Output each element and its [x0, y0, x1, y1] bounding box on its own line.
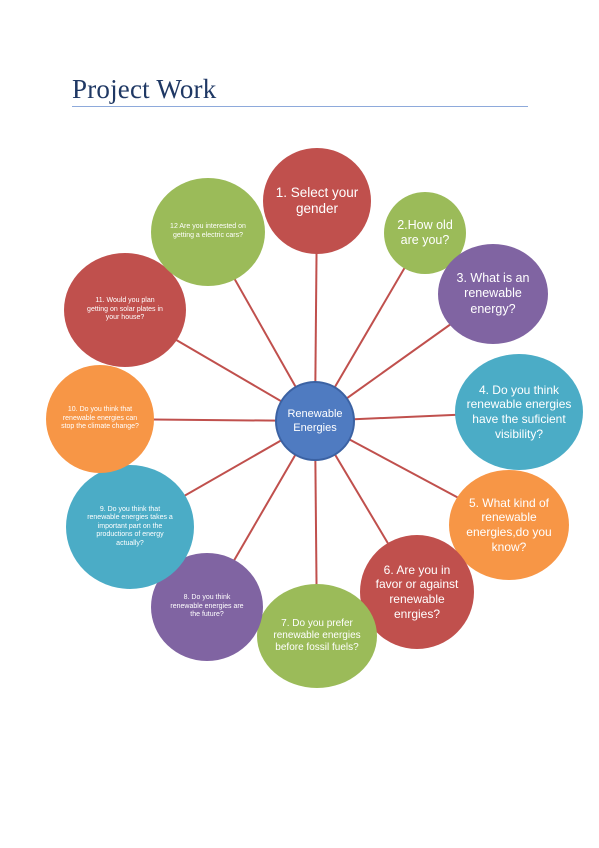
- node-production-share: 9. Do you think that renewable energies …: [66, 465, 194, 589]
- page-title: Project Work: [72, 74, 217, 104]
- node-kinds-known: 5. What kind of renewable energies,do yo…: [449, 470, 569, 580]
- node-label: 2.How old are you?: [397, 217, 453, 247]
- node-favor-against: 6. Are you in favor or against renewable…: [360, 535, 474, 649]
- node-label: 10. Do you think that renewable energies…: [61, 406, 139, 431]
- node-label: 8. Do you think renewable energies are t…: [170, 594, 244, 619]
- node-what-is-renewable: 3. What is an renewable energy?: [438, 244, 548, 344]
- center-node-renewable-energies: Renewable Energies: [275, 381, 355, 461]
- node-solar-plates: 11. Would you plan getting on solar plat…: [64, 253, 186, 367]
- node-label: 7. Do you prefer renewable energies befo…: [273, 617, 361, 654]
- node-label: 6. Are you in favor or against renewable…: [375, 562, 459, 621]
- title-underline: [72, 106, 528, 107]
- node-label: 9. Do you think that renewable energies …: [87, 505, 173, 547]
- node-label: 3. What is an renewable energy?: [456, 271, 530, 316]
- center-label: Renewable Energies: [287, 407, 343, 434]
- node-electric-cars: 12 Are you interested on getting a elect…: [151, 178, 265, 286]
- node-label: 5. What kind of renewable energies,do yo…: [466, 495, 552, 554]
- node-label: 4. Do you think renewable energies have …: [466, 382, 572, 441]
- node-climate-change: 10. Do you think that renewable energies…: [46, 365, 154, 473]
- node-label: 1. Select your gender: [275, 184, 359, 216]
- node-prefer-fossil: 7. Do you prefer renewable energies befo…: [257, 584, 377, 688]
- node-label: 11. Would you plan getting on solar plat…: [87, 297, 163, 322]
- node-gender: 1. Select your gender: [263, 148, 371, 254]
- node-visibility: 4. Do you think renewable energies have …: [455, 354, 583, 470]
- node-label: 12 Are you interested on getting a elect…: [170, 223, 246, 239]
